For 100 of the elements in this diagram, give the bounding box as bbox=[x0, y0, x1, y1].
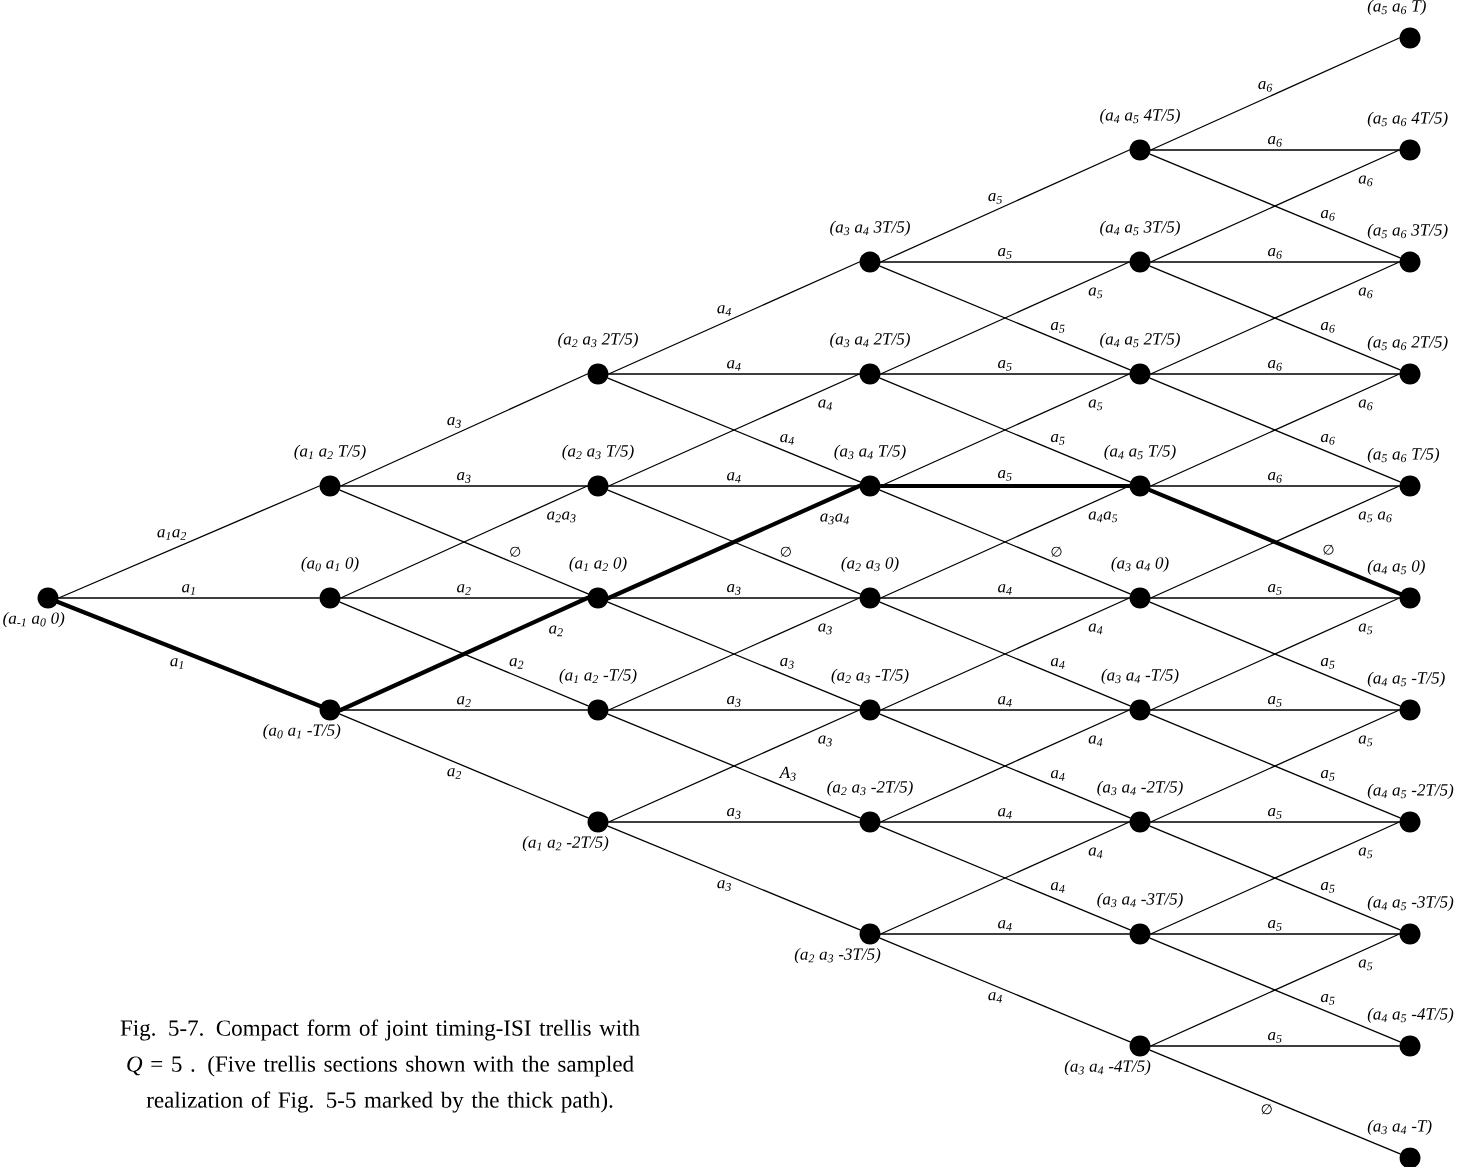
edge-label: a$_{6}$ bbox=[1357, 286, 1375, 300]
edge-label: a$_{6}$ bbox=[1266, 247, 1284, 260]
trellis-branch bbox=[1150, 149, 1400, 151]
edge-label: a$_{3}$ bbox=[455, 471, 473, 484]
edge-label: a$_{4}$ bbox=[1049, 881, 1067, 894]
edge-label: a$_{3}$a$_{4}$ bbox=[818, 512, 851, 526]
state-label: (a$_{2}$ a$_{3}$ 0) bbox=[841, 556, 899, 573]
trellis-branch bbox=[1149, 1049, 1401, 1155]
edge-label: a$_{6}$ bbox=[1266, 135, 1284, 148]
state-label: (a$_{4}$ a$_{5}$ -2T/5) bbox=[1367, 783, 1454, 800]
edge-label: ∅ bbox=[1259, 1103, 1274, 1116]
edge-label: a$_{3}$ bbox=[725, 583, 743, 596]
state-label: (a$_{3}$ a$_{4}$ -3T/5) bbox=[1097, 892, 1183, 909]
edge-label: a$_{2}$a$_{3}$ bbox=[545, 510, 578, 524]
state-label: (a$_{3}$ a$_{4}$ T/5) bbox=[834, 444, 906, 461]
trellis-branch bbox=[607, 825, 861, 931]
edge-label: a$_{6}$ bbox=[1256, 80, 1274, 93]
state-label: (a$_{3}$ a$_{4}$ -T) bbox=[1367, 1119, 1432, 1136]
edge-label: ∅ bbox=[778, 545, 793, 558]
edge-label: a$_{3}$ bbox=[816, 622, 834, 636]
edge-label: a$_{6}$ bbox=[1266, 471, 1284, 484]
edge-label: a$_{3}$ bbox=[445, 416, 463, 429]
state-label: (a$_{2}$ a$_{3}$ -2T/5) bbox=[827, 780, 913, 797]
edge-label: a$_{4}$ bbox=[778, 433, 796, 446]
edge-label: a$_{2}$ bbox=[455, 583, 473, 596]
state-label: (a$_{4}$ a$_{5}$ -4T/5) bbox=[1367, 1007, 1454, 1024]
state-label: (a$_{3}$ a$_{4}$ 3T/5) bbox=[830, 220, 910, 237]
state-label: (a$_{4}$ a$_{5}$ 4T/5) bbox=[1100, 108, 1180, 125]
edge-label: a$_{5}$ bbox=[1319, 993, 1337, 1006]
edge-label: a$_{5}$ bbox=[1266, 919, 1284, 932]
edge-label: a$_{4}$ bbox=[1087, 734, 1105, 748]
state-label: (a$_{3}$ a$_{4}$ -2T/5) bbox=[1097, 780, 1183, 797]
edge-label: a$_{6}$ bbox=[1357, 398, 1375, 412]
edge-label: a$_{5}$ bbox=[1357, 846, 1375, 860]
trellis-branch bbox=[608, 821, 860, 823]
trellis-branch bbox=[339, 713, 589, 819]
trellis-branch bbox=[880, 261, 1130, 263]
trellis-branch bbox=[1150, 709, 1400, 711]
edge-label: a$_{5}$ bbox=[986, 192, 1004, 205]
edge-label: a$_{3}$ bbox=[725, 807, 743, 820]
edge-label: a$_{4}$ bbox=[725, 359, 743, 372]
edge-label: a$_{5}$ bbox=[1266, 583, 1284, 596]
state-label: (a$_{3}$ a$_{4}$ -T/5) bbox=[1101, 668, 1179, 685]
trellis-branch bbox=[880, 149, 1130, 263]
edge-label: a$_{5}$ bbox=[1087, 286, 1105, 300]
edge-label: a$_{4}$ bbox=[1087, 622, 1105, 636]
edge-label: a$_{4}$ bbox=[996, 695, 1014, 708]
edge-label: a$_{6}$ bbox=[1319, 433, 1337, 446]
state-label: (a$_{1}$ a$_{2}$ 0) bbox=[569, 556, 627, 573]
edge-label: a$_{5}$ bbox=[996, 469, 1014, 482]
edge-label: a$_{5}$ bbox=[1266, 1031, 1284, 1044]
edge-label: a$_{3}$ bbox=[778, 657, 796, 670]
edge-label: a$_{4}$ bbox=[996, 919, 1014, 932]
edge-label: a$_{3}$ bbox=[715, 879, 733, 892]
edge-label: a$_{6}$ bbox=[1319, 321, 1337, 334]
edge-label: a$_{5}$ bbox=[1357, 958, 1375, 972]
edge-label: a$_{4}$ bbox=[1087, 846, 1105, 860]
edge-label: a$_{5}$ bbox=[1266, 807, 1284, 820]
trellis-branch bbox=[880, 821, 1130, 823]
edge-label: a$_{4}$a$_{5}$ bbox=[1087, 510, 1120, 524]
edge-label: a$_{5}$ bbox=[1049, 321, 1067, 334]
edge-label: a$_{5}$ bbox=[1357, 734, 1375, 748]
trellis-branch bbox=[1150, 261, 1400, 263]
state-label: (a$_{5}$ a$_{6}$ T/5) bbox=[1367, 447, 1440, 464]
edge-label: a$_{4}$ bbox=[986, 991, 1004, 1004]
trellis-branch bbox=[58, 597, 320, 599]
trellis-branch bbox=[58, 485, 320, 599]
edge-label: a$_{4}$ bbox=[1049, 657, 1067, 670]
trellis-branch bbox=[1150, 485, 1400, 487]
state-label: (a$_{4}$ a$_{5}$ T/5) bbox=[1104, 444, 1176, 461]
state-label: (a$_{5}$ a$_{6}$ T) bbox=[1367, 0, 1426, 16]
edge-label: ∅ bbox=[508, 545, 523, 558]
state-label: (a$_{3}$ a$_{4}$ -4T/5) bbox=[1064, 1059, 1151, 1076]
edge-label: ∅ bbox=[1321, 543, 1336, 556]
caption: Fig. 5-7. Compact form of joint timing-ISI trellis with Q = 5 . (Five trellis sections shown with the sampled realization of Fig. 5-5 marked by the thick path). bbox=[120, 1019, 640, 1113]
state-label: (a$_{3}$ a$_{4}$ 0) bbox=[1111, 556, 1169, 573]
edge-label: ∅ bbox=[1049, 545, 1064, 558]
state-label: (a$_{5}$ a$_{6}$ 3T/5) bbox=[1367, 223, 1448, 240]
trellis-branch bbox=[880, 933, 1130, 935]
state-label: (a$_{0}$ a$_{1}$ 0) bbox=[301, 556, 359, 573]
edge-label: a$_{1}$ bbox=[168, 657, 186, 670]
edge-label: a$_{4}$ bbox=[996, 807, 1014, 820]
trellis-branch bbox=[1150, 933, 1400, 935]
edge-label: a$_{4}$ bbox=[715, 304, 733, 317]
trellis-branch bbox=[608, 261, 860, 375]
edge-label: a$_{6}$ bbox=[1357, 174, 1375, 188]
state-label: (a$_{1}$ a$_{2}$ -T/5) bbox=[559, 668, 637, 685]
edge-label: a$_{5}$ bbox=[996, 359, 1014, 372]
edge-label: a$_{5}$ bbox=[1319, 881, 1337, 894]
state-label: (a$_{4}$ a$_{5}$ 2T/5) bbox=[1100, 332, 1180, 349]
state-label: (a$_{1}$ a$_{2}$ -2T/5) bbox=[522, 835, 609, 852]
state-label: (a$_{5}$ a$_{6}$ 4T/5) bbox=[1367, 111, 1448, 128]
trellis-branch bbox=[608, 709, 860, 711]
trellis-branch bbox=[608, 373, 860, 375]
edge-label: a$_{5}$ bbox=[1319, 769, 1337, 782]
trellis-branch bbox=[880, 373, 1130, 375]
state-label: (a$_{1}$ a$_{2}$ T/5) bbox=[294, 444, 366, 461]
state-label: (a$_{-1}$ a$_{0}$ 0) bbox=[3, 611, 65, 628]
trellis-branch bbox=[879, 937, 1131, 1043]
trellis-branch bbox=[55, 599, 323, 709]
